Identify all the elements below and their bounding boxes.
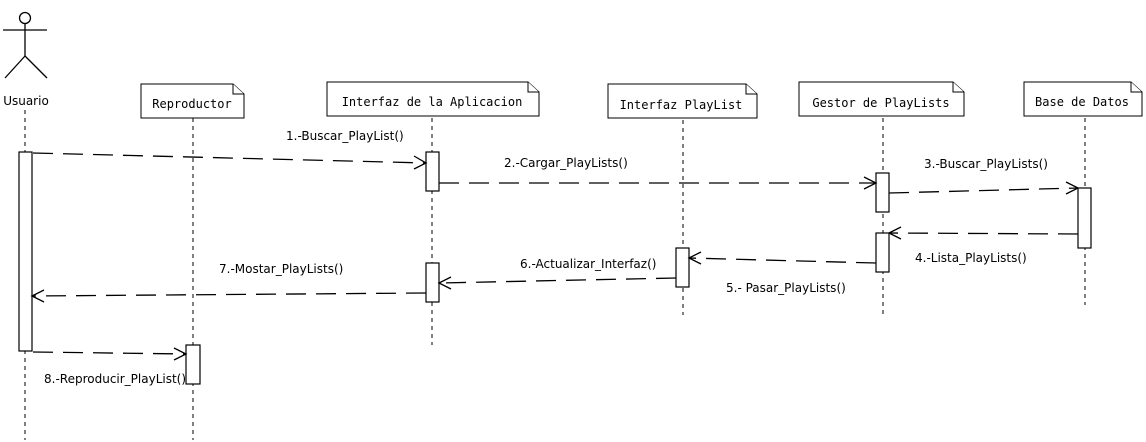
message-2: 2.-Cargar_PlayLists()	[439, 156, 878, 190]
actor-usuario: Usuario	[3, 11, 49, 108]
participant-label: Interfaz de la Aplicacion	[342, 95, 523, 109]
activation-bd	[1077, 187, 1092, 249]
message-6: 6.-Actualizar_Interfaz()	[437, 257, 677, 290]
actor-label: Usuario	[3, 94, 49, 108]
participant-label: Base de Datos	[1035, 95, 1129, 109]
activation-gestor-1	[875, 172, 890, 213]
message-label: 1.-Buscar_PlayList()	[286, 129, 404, 143]
activation-reproductor	[185, 344, 201, 385]
participant-label: Reproductor	[152, 97, 231, 111]
message-label: 8.-Reproducir_PlayList()	[44, 372, 186, 386]
message-label: 7.-Mostar_PlayLists()	[219, 262, 343, 276]
message-8: 8.-Reproducir_PlayList()	[32, 347, 188, 386]
message-4: 4.-Lista_PlayLists()	[887, 226, 1079, 265]
message-5: 5.- Pasar_PlayLists()	[687, 251, 877, 295]
activation-interfaz-app-2	[425, 262, 440, 303]
message-label: 3.-Buscar_PlayLists()	[924, 157, 1048, 171]
message-1: 1.-Buscar_PlayList()	[32, 129, 428, 170]
participant-bd: Base de Datos	[1023, 81, 1143, 117]
participant-label: Interfaz PlayList	[620, 98, 743, 112]
message-label: 4.-Lista_PlayLists()	[915, 251, 1027, 265]
participant-interfaz-playlist: Interfaz PlayList	[607, 83, 758, 119]
activation-usuario	[18, 151, 33, 352]
participant-interfaz-app: Interfaz de la Aplicacion	[326, 81, 540, 117]
activation-interfaz-playlist	[675, 247, 690, 288]
message-label: 5.- Pasar_PlayLists()	[726, 281, 846, 295]
activation-gestor-2	[875, 232, 890, 273]
participant-reproductor: Reproductor	[140, 83, 245, 119]
message-label: 6.-Actualizar_Interfaz()	[520, 257, 656, 271]
participant-label: Gestor de PlayLists	[812, 96, 949, 110]
message-label: 2.-Cargar_PlayLists()	[504, 156, 628, 170]
activation-interfaz-app-1	[425, 151, 440, 192]
message-7: 7.-Mostar_PlayLists()	[30, 262, 427, 303]
participant-gestor: Gestor de PlayLists	[798, 81, 965, 117]
message-3: 3.-Buscar_PlayLists()	[888, 157, 1080, 195]
stick-figure-icon	[3, 11, 48, 79]
